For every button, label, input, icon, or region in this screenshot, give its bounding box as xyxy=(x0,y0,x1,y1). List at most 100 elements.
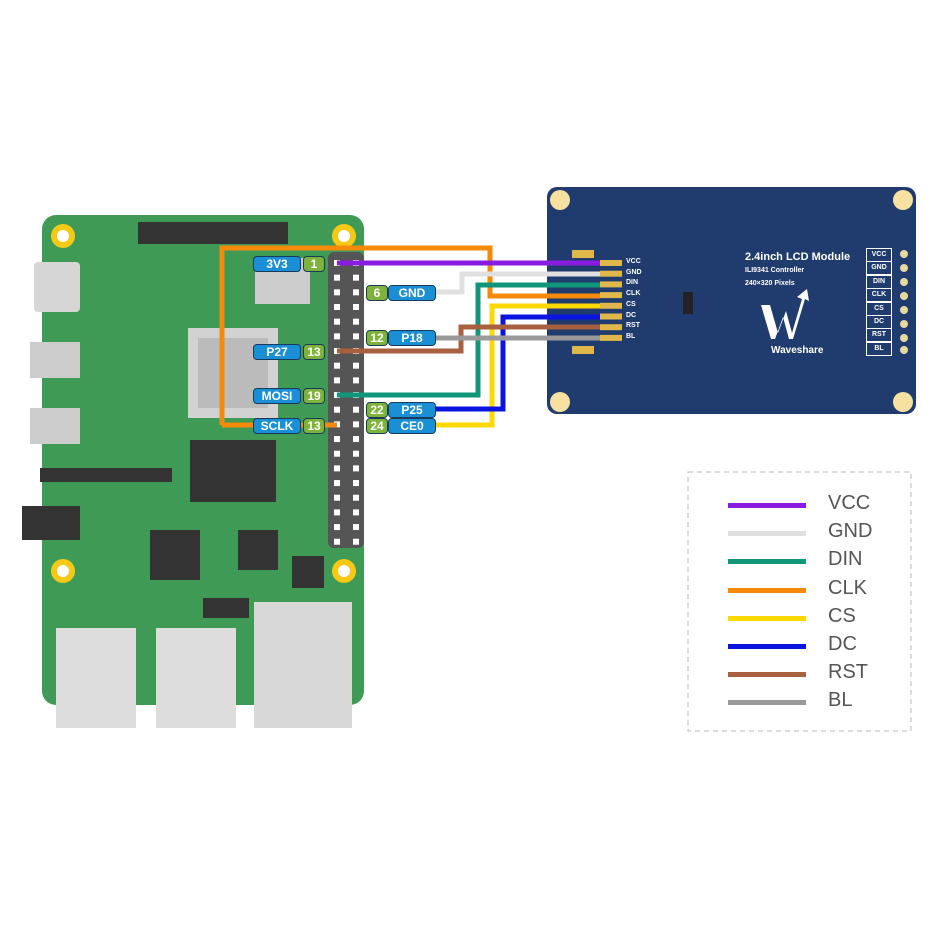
lcd-fpc-pin-label: CS xyxy=(626,300,636,308)
lcd-pixels: 240×320 Pixels xyxy=(745,280,795,287)
pin-number-24: 24 xyxy=(366,418,388,434)
lcd-fpc-pin-label: GND xyxy=(626,268,642,276)
gpio-pin xyxy=(353,333,359,340)
legend-swatch xyxy=(728,531,806,537)
pin-number-22: 22 xyxy=(366,402,388,418)
label-3v3: 3V3 xyxy=(253,256,301,272)
gpio-pin xyxy=(334,318,340,325)
legend-label: RST xyxy=(828,661,868,684)
gpio-pin xyxy=(353,362,359,369)
gpio-header xyxy=(328,252,364,548)
legend-item: CLK xyxy=(728,576,908,604)
gpio-pin xyxy=(334,406,340,413)
lcd-fpc-pin-label: CLK xyxy=(626,290,641,298)
legend-swatch xyxy=(728,700,806,706)
label-mosi: MOSI xyxy=(253,388,301,404)
lcd-header-pin-label: CLK xyxy=(866,288,892,303)
gpio-pin xyxy=(353,450,359,457)
lcd-title: 2.4inch LCD Module xyxy=(745,251,851,263)
wire-cs xyxy=(435,303,600,428)
label-p25: P25 xyxy=(388,402,436,418)
pin-number-12: 12 xyxy=(366,330,388,346)
legend-item: GND xyxy=(728,519,908,547)
lcd-fpc-pin-label: RST xyxy=(626,322,640,330)
gpio-pin xyxy=(334,538,340,545)
legend-label: BL xyxy=(828,689,853,712)
lcd-brand: Waveshare xyxy=(771,345,824,356)
gpio-pin xyxy=(353,436,359,443)
pin-number-6: 6 xyxy=(366,285,388,301)
gpio-pin xyxy=(353,377,359,384)
gpio-pin xyxy=(334,509,340,516)
gpio-pin xyxy=(353,289,359,296)
legend-item: CS xyxy=(728,604,908,632)
gpio-pin xyxy=(334,274,340,281)
lcd-header-pin-label: VCC xyxy=(866,248,892,262)
wire-clk xyxy=(219,245,600,425)
pin-number-13-sclk: 13 xyxy=(303,418,325,434)
gpio-pin xyxy=(353,509,359,516)
gpio-pin xyxy=(353,494,359,501)
gpio-pin xyxy=(334,524,340,531)
gpio-pin xyxy=(353,480,359,487)
gpio-pin xyxy=(334,480,340,487)
legend-label: DC xyxy=(828,633,857,655)
lcd-header-pin-label: BL xyxy=(866,341,892,356)
wire-dc xyxy=(435,314,600,412)
gpio-pin xyxy=(334,333,340,340)
gpio-pin xyxy=(334,362,340,369)
label-sclk: SCLK xyxy=(253,418,301,434)
gpio-pin xyxy=(353,318,359,325)
gpio-pin xyxy=(334,465,340,472)
gpio-pin xyxy=(334,494,340,501)
lcd-header-pin-label: GND xyxy=(866,261,892,276)
legend-label: CS xyxy=(828,604,856,627)
legend-swatch xyxy=(728,587,806,593)
gpio-pin xyxy=(334,289,340,296)
legend-label: CLK xyxy=(828,576,867,599)
gpio-pin xyxy=(334,450,340,457)
lcd-header-pin-label: DIN xyxy=(866,274,892,289)
label-p18: P18 xyxy=(388,330,436,346)
legend-swatch xyxy=(728,644,806,649)
legend-label: GND xyxy=(828,520,873,543)
legend-swatch xyxy=(728,503,806,508)
pin-number-19: 19 xyxy=(303,388,325,404)
gpio-pin xyxy=(353,274,359,281)
legend-label: DIN xyxy=(828,548,863,571)
gpio-pin xyxy=(353,524,359,531)
gpio-pin xyxy=(353,538,359,545)
lcd-header-pin-label: CS xyxy=(866,301,892,316)
label-gnd: GND xyxy=(388,285,436,301)
legend-item: DC xyxy=(728,632,908,660)
label-p27: P27 xyxy=(253,344,301,360)
gpio-pin xyxy=(334,304,340,311)
gpio-pin xyxy=(334,436,340,443)
lcd-fpc-pin-label: DIN xyxy=(626,279,639,287)
legend-swatch xyxy=(728,559,806,565)
gpio-pin xyxy=(353,421,359,428)
legend-item: BL xyxy=(728,688,908,716)
legend-swatch xyxy=(728,672,806,678)
pin-number-1: 1 xyxy=(303,256,325,272)
lcd-controller: ILI9341 Controller xyxy=(745,267,805,274)
legend-item: RST xyxy=(728,660,908,688)
gpio-pin xyxy=(353,465,359,472)
legend-swatch xyxy=(728,615,806,621)
pin-number-13: 13 xyxy=(303,344,325,360)
gpio-pin xyxy=(353,304,359,311)
lcd-module-board xyxy=(547,187,916,414)
lcd-header-pin-label: DC xyxy=(866,315,892,329)
lcd-header-pin-label: RST xyxy=(866,328,892,343)
legend-item: VCC xyxy=(728,491,908,519)
gpio-pin xyxy=(334,377,340,384)
lcd-fpc-pin-label: VCC xyxy=(626,258,641,265)
gpio-pin xyxy=(353,406,359,413)
label-ce0: CE0 xyxy=(388,418,436,434)
waveshare-logo xyxy=(761,289,809,339)
lcd-fpc-pin-label: BL xyxy=(626,332,636,340)
lcd-fpc-pin-label: DC xyxy=(626,311,637,319)
legend-label: VCC xyxy=(828,492,871,514)
